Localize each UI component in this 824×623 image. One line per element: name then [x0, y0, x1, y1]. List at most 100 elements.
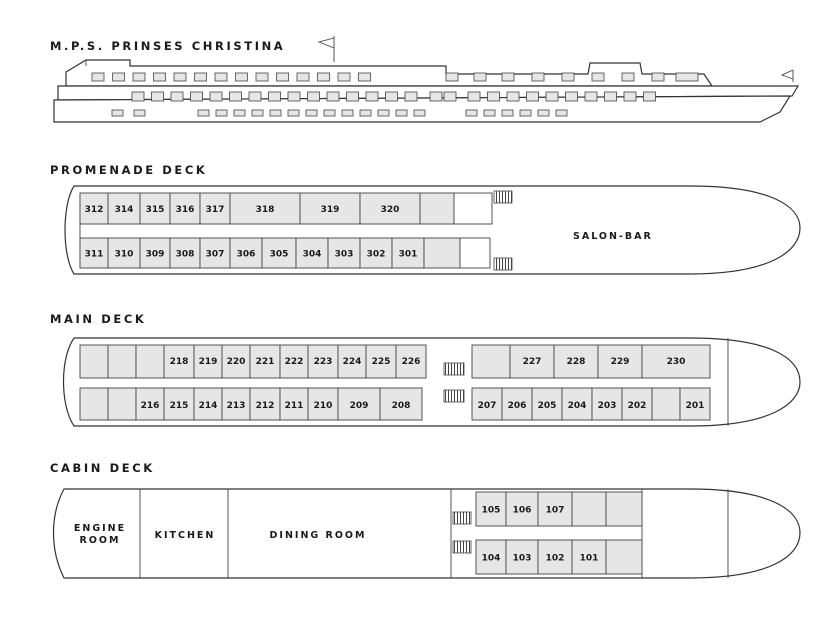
cabin-cell: [553, 344, 599, 379]
cabin-cell: [505, 539, 539, 575]
window: [467, 91, 481, 102]
cabin-number: 301: [399, 249, 418, 259]
cabin-cell: [279, 387, 309, 421]
cabin-cell: [221, 344, 251, 379]
cabin-cell: [641, 344, 711, 379]
cabin-cell: [337, 387, 381, 421]
cabin-cell: [509, 344, 555, 379]
cabin-number: 230: [667, 357, 686, 367]
window: [209, 91, 223, 102]
cabin-cell: [337, 344, 367, 379]
window: [584, 91, 598, 102]
window: [385, 91, 398, 102]
cabin-number: 107: [546, 505, 565, 515]
window: [173, 72, 187, 82]
window: [287, 91, 301, 102]
window: [483, 109, 496, 117]
cabin-number: 312: [85, 205, 104, 215]
cabin-cell: [423, 237, 461, 269]
cabin-number: 105: [482, 505, 501, 515]
window: [526, 91, 539, 102]
window: [287, 109, 300, 117]
window: [531, 72, 545, 82]
cabin-cell: [391, 237, 425, 269]
cabin-cell: [79, 387, 109, 421]
cabin-cell: [193, 387, 223, 421]
cabin-number: 205: [538, 401, 557, 411]
cabin-cell: [199, 192, 231, 225]
window: [487, 91, 500, 102]
cabin-cell: [249, 344, 281, 379]
cabin-number: 229: [611, 357, 630, 367]
cabin-cell: [107, 344, 137, 379]
cabin-number: 102: [546, 553, 565, 563]
window: [675, 72, 699, 82]
window: [377, 109, 390, 117]
cabin-number: 227: [523, 357, 542, 367]
cabin-cell: [299, 192, 361, 225]
window: [443, 91, 457, 102]
cabin-cell: [419, 192, 455, 225]
window: [429, 91, 443, 102]
window: [251, 109, 264, 117]
cabin-cell: [107, 192, 141, 225]
window: [591, 72, 605, 82]
cabin-number: 309: [146, 249, 165, 259]
cabin-cell: [359, 237, 393, 269]
window: [501, 72, 515, 82]
window: [623, 91, 637, 102]
cabin-cell: [679, 387, 711, 421]
cabin-cell: [471, 344, 511, 379]
cabin-cell: [107, 387, 137, 421]
cabin-cell: [605, 491, 643, 527]
cabin-number: 218: [170, 357, 189, 367]
deck-title-main: MAIN DECK: [50, 312, 146, 326]
window: [305, 109, 318, 117]
cabin-cell: [605, 539, 643, 575]
cabin-cell: [453, 192, 493, 225]
cabin-cell: [395, 344, 427, 379]
window: [643, 91, 656, 102]
cabin-number: 306: [237, 249, 256, 259]
cabin-cell: [571, 491, 607, 527]
room-dining: DINING ROOM: [270, 530, 367, 541]
cabin-number: 219: [199, 357, 218, 367]
cabin-number: 316: [176, 205, 195, 215]
cabin-cell: [531, 387, 563, 421]
window: [197, 109, 210, 117]
cabin-cell: [501, 387, 533, 421]
window: [651, 72, 665, 82]
window: [215, 109, 228, 117]
window: [153, 72, 166, 82]
window: [151, 91, 164, 102]
cabin-number: 207: [478, 401, 497, 411]
cabin-number: 304: [303, 249, 322, 259]
window: [194, 72, 207, 82]
window: [269, 109, 282, 117]
deck-title-cabin: CABIN DECK: [50, 461, 155, 475]
window: [341, 109, 354, 117]
window: [235, 72, 248, 82]
cabin-number: 224: [343, 357, 362, 367]
cabin-cell: [221, 387, 251, 421]
cabin-number: 208: [392, 401, 411, 411]
cabin-cell: [505, 491, 539, 527]
window: [501, 109, 514, 117]
cabin-cell: [79, 344, 109, 379]
window: [307, 91, 320, 102]
cabin-cell: [359, 192, 421, 225]
window: [555, 109, 568, 117]
window: [326, 91, 340, 102]
cabin-number: 320: [381, 205, 400, 215]
cabin-number: 223: [314, 357, 333, 367]
cabin-number: 202: [628, 401, 647, 411]
window: [170, 91, 184, 102]
cabin-cell: [107, 237, 141, 269]
cabin-number: 311: [85, 249, 104, 259]
stairs-icon: [443, 389, 465, 403]
window: [545, 91, 559, 102]
window: [255, 72, 269, 82]
cabin-cell: [651, 387, 681, 421]
